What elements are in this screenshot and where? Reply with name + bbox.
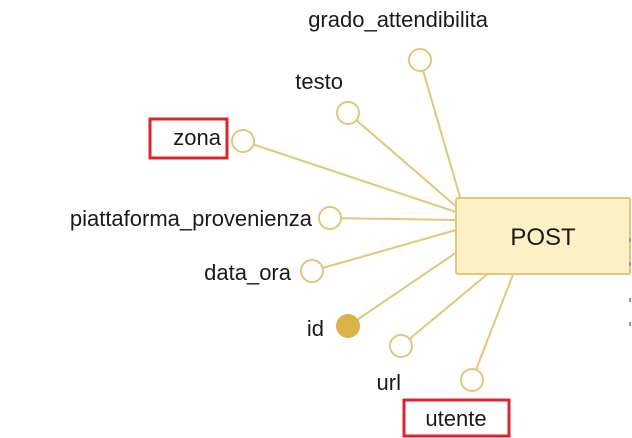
attribute-circle-data-ora[interactable] xyxy=(300,259,324,283)
attribute-label-zona: zona xyxy=(173,125,221,150)
highlight-boxes xyxy=(148,117,511,438)
attribute-labels: grado_attendibilita testo zona piattafor… xyxy=(70,7,489,431)
attribute-label-piattaforma-provenienza: piattaforma_provenienza xyxy=(70,206,313,231)
connector-data-ora xyxy=(311,229,457,272)
connector-zona xyxy=(242,140,457,213)
attribute-label-id: id xyxy=(307,316,324,341)
connector-testo xyxy=(347,112,459,209)
attribute-label-data-ora: data_ora xyxy=(204,260,292,285)
attribute-circle-id[interactable] xyxy=(336,314,360,338)
attribute-circle-utente[interactable] xyxy=(460,368,484,392)
entity-box[interactable] xyxy=(455,197,631,275)
edge-marks xyxy=(629,238,631,326)
attribute-circles xyxy=(231,48,484,392)
connector-utente xyxy=(471,271,515,381)
entity-label: POST xyxy=(510,224,576,251)
connector-grado-attendibilita xyxy=(419,59,463,205)
attribute-circle-testo[interactable] xyxy=(336,101,360,125)
attribute-label-utente: utente xyxy=(425,406,486,431)
highlight-box-utente xyxy=(402,398,511,438)
attribute-label-grado-attendibilita: grado_attendibilita xyxy=(308,7,489,32)
highlight-box-zona xyxy=(148,117,229,160)
connector-id xyxy=(347,249,461,327)
connector-url xyxy=(400,271,491,347)
connector-lines xyxy=(242,59,515,381)
attribute-label-testo: testo xyxy=(295,69,343,94)
connector-piattaforma-provenienza xyxy=(329,217,457,221)
attribute-circle-piattaforma-provenienza[interactable] xyxy=(318,206,342,230)
attribute-circle-zona[interactable] xyxy=(231,129,255,153)
attribute-circle-grado-attendibilita[interactable] xyxy=(408,48,432,72)
entity-post[interactable]: POST xyxy=(455,197,631,275)
attribute-circle-url[interactable] xyxy=(389,334,413,358)
attribute-label-url: url xyxy=(377,370,401,395)
